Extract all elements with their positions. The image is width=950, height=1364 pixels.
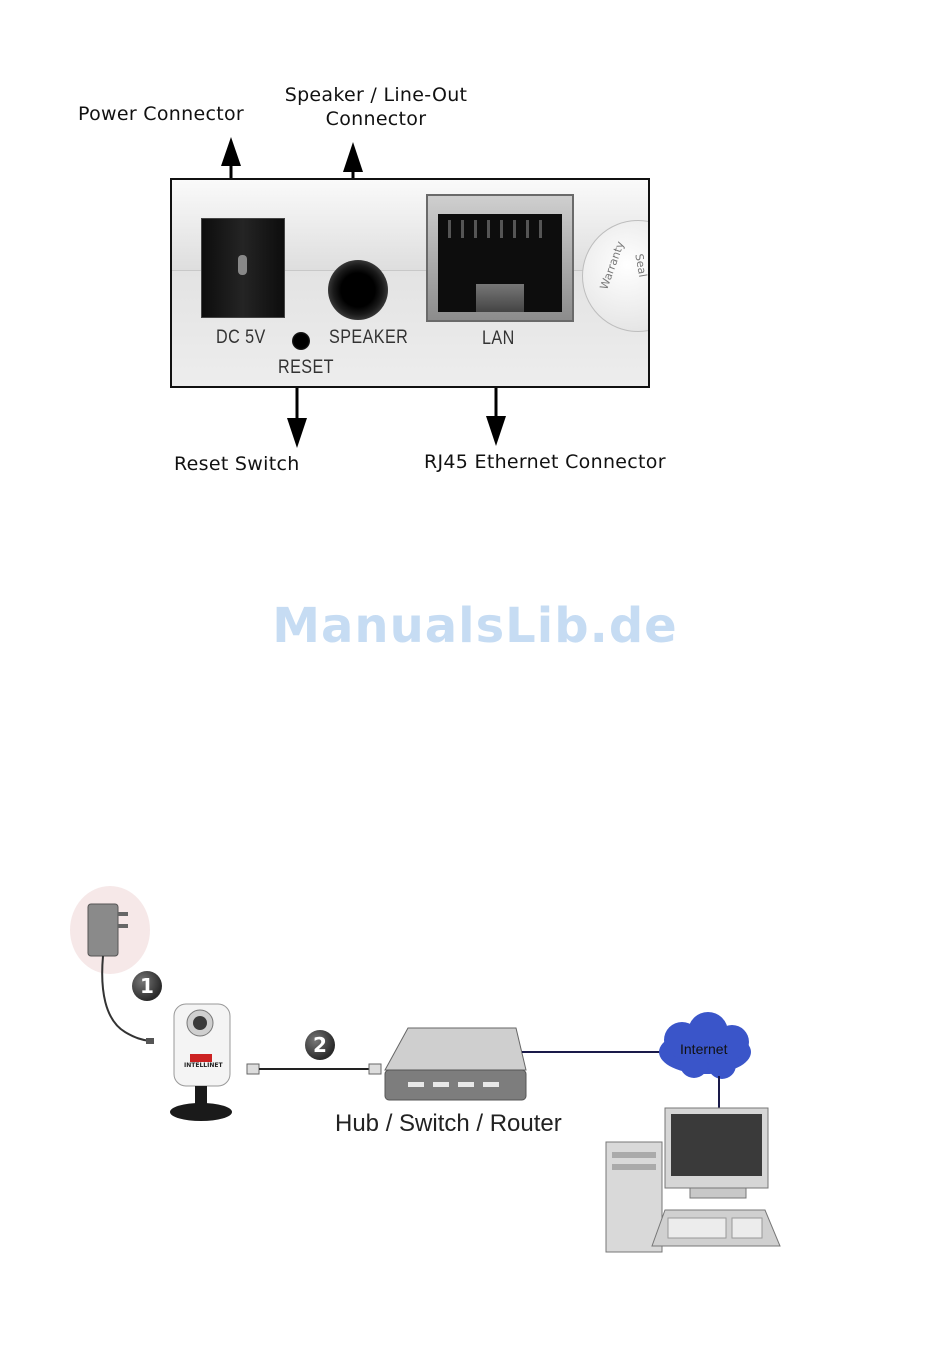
arrow-reset (287, 384, 307, 448)
callout-rj45-connector: RJ45 Ethernet Connector (424, 451, 666, 473)
lan-port-opening (438, 214, 562, 312)
device-back-panel: DC 5V RESET SPEAKER LAN Warranty Seal (170, 178, 650, 388)
lan-port-contacts (448, 220, 552, 238)
internet-label: Internet (680, 1041, 727, 1057)
dc-jack-pin (238, 255, 247, 275)
hub-label: Hub / Switch / Router (335, 1110, 562, 1138)
speaker-jack (328, 260, 388, 320)
label-lan: LAN (482, 328, 515, 350)
reset-hole (292, 332, 310, 350)
power-adapter-icon (70, 886, 154, 1044)
label-reset: RESET (278, 357, 334, 379)
ethernet-cable-icon (247, 1064, 381, 1074)
label-speaker: SPEAKER (329, 327, 408, 349)
warranty-seal-text-2: Seal (632, 253, 649, 278)
desktop-computer-icon (606, 1108, 780, 1252)
camera-brand-label: INTELLINET (184, 1062, 223, 1069)
watermark: ManualsLib.de (0, 598, 950, 654)
warranty-seal-text-1: Warranty (597, 240, 626, 292)
lan-port (426, 194, 574, 322)
label-dc: DC 5V (216, 327, 266, 349)
step-badge-1: 1 (132, 971, 162, 1001)
lan-port-latch (476, 284, 524, 312)
callout-reset-switch: Reset Switch (174, 453, 300, 475)
network-diagram (0, 880, 950, 1280)
dc-power-jack (201, 218, 285, 318)
hub-switch-router-icon (385, 1028, 526, 1100)
step-badge-2: 2 (305, 1030, 335, 1060)
